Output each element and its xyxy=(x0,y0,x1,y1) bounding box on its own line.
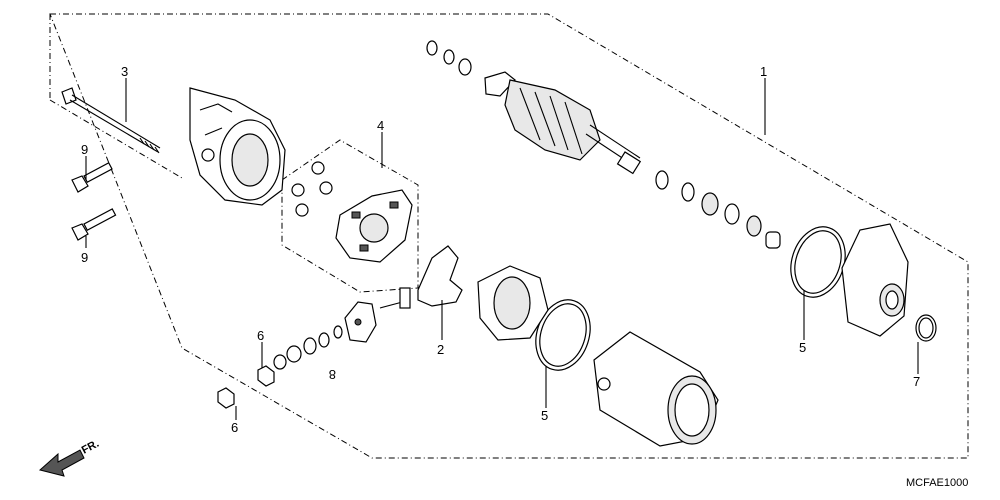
assembly-boundary-1 xyxy=(49,13,969,459)
callout-1: 1 xyxy=(760,64,767,79)
front-end-bracket xyxy=(189,87,286,206)
flange-bolt-9-lower xyxy=(71,208,117,241)
hex-nut-6-upper xyxy=(257,365,275,387)
callout-5-rear: 5 xyxy=(799,340,806,355)
rear-cover xyxy=(841,223,909,337)
shaft-washers xyxy=(655,170,781,249)
flange-bolt-9-upper xyxy=(71,162,113,193)
armature xyxy=(426,40,642,175)
callout-6-lower: 6 xyxy=(231,420,238,435)
motor-yoke xyxy=(593,331,719,447)
terminal-plate xyxy=(344,301,377,343)
o-ring-7 xyxy=(915,314,937,342)
callout-8: 8 xyxy=(329,367,336,382)
brush-holder-assembly-4 xyxy=(291,161,413,263)
through-bolt-3 xyxy=(61,87,161,154)
callout-7: 7 xyxy=(913,374,920,389)
assembly-boundary-4 xyxy=(281,139,419,293)
callout-9-lower: 9 xyxy=(81,250,88,265)
brush-plate-2 xyxy=(379,245,463,309)
callout-5-front: 5 xyxy=(541,408,548,423)
callout-9-upper: 9 xyxy=(81,142,88,157)
hex-nut-6-lower xyxy=(217,387,235,409)
diagram-code: MCFAE1000 xyxy=(906,477,968,489)
leader-lines xyxy=(85,78,919,420)
o-ring-5-rear xyxy=(790,226,846,298)
o-ring-5-front xyxy=(535,299,591,371)
callout-6-upper: 6 xyxy=(257,328,264,343)
callout-3: 3 xyxy=(121,64,128,79)
front-direction-arrow: FR. xyxy=(38,438,101,477)
front-marker-label: FR. xyxy=(80,438,101,457)
callout-4: 4 xyxy=(377,118,384,133)
callout-2: 2 xyxy=(437,342,444,357)
brush-holder-ring xyxy=(477,265,549,341)
terminal-washers-8 xyxy=(273,325,343,370)
